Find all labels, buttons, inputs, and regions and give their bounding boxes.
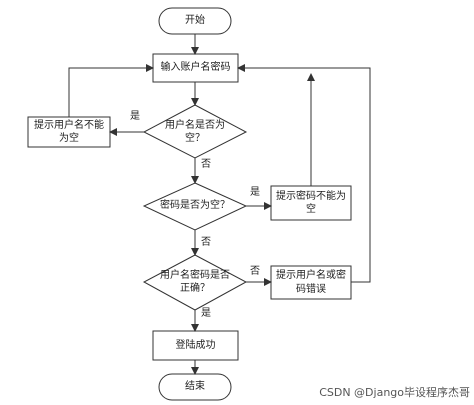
match-check-label: 用户名密码是否 正确？ xyxy=(160,269,230,295)
watermark: CSDN @Django毕设程序杰哥 xyxy=(319,385,470,399)
edge-label-username-no: 否 xyxy=(201,159,211,171)
arrow-username-msg-back xyxy=(68,64,154,117)
input-node xyxy=(152,53,239,83)
input-label: 输入账户名密码 xyxy=(160,62,231,74)
edge-label-password-no: 否 xyxy=(201,237,211,249)
username-check-label: 用户名是否为 空？ xyxy=(165,119,225,145)
mismatch-node xyxy=(270,265,352,300)
end-label: 结束 xyxy=(185,381,205,393)
edge-label-password-yes: 是 xyxy=(250,187,260,199)
password-check-label: 密码是否为空？ xyxy=(160,200,230,212)
edge-label-username-yes: 是 xyxy=(130,111,140,123)
success-label: 登陆成功 xyxy=(175,339,216,351)
password-empty-node xyxy=(270,185,352,221)
username-empty-label: 提示用户名不能 为空 xyxy=(34,119,104,145)
password-empty-label: 提示密码不能为 空 xyxy=(276,190,346,216)
mismatch-label: 提示用户名或密 码错误 xyxy=(276,270,346,295)
edge-label-match-yes: 是 xyxy=(201,308,211,320)
start-label: 开始 xyxy=(185,15,205,27)
username-empty-node xyxy=(27,116,111,148)
edge-label-match-no: 否 xyxy=(250,266,260,278)
arrow-mismatch-back xyxy=(237,64,371,283)
